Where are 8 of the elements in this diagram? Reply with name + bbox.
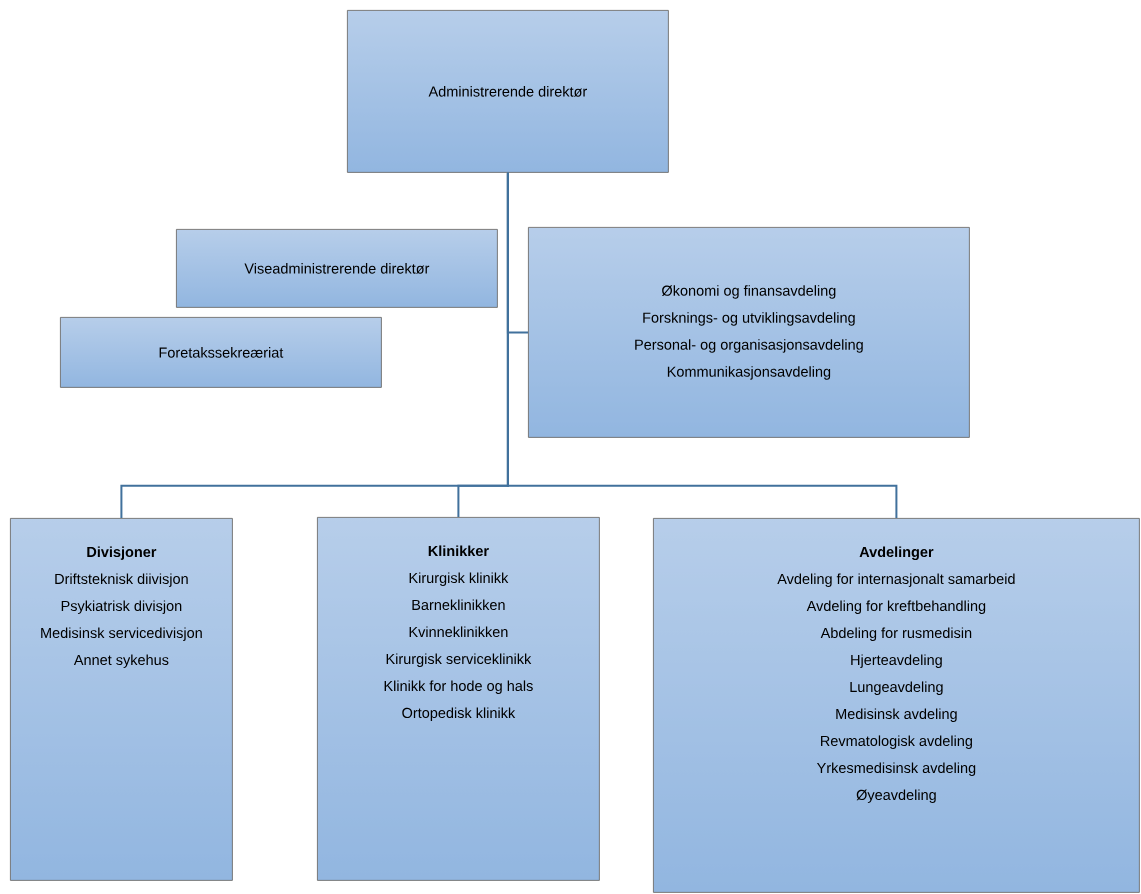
staff-departments-box: Økonomi og finansavdeling Forsknings- og utviklingsavdeling Personal- og organisasjonsavdeling Kommunikasjonsavdeling: [528, 227, 970, 438]
division-box: Divisjoner Driftsteknisk diivisjon Psykiatrisk divisjon Medisinsk servicedivisjon Annet sykehus: [10, 518, 233, 881]
department-box: Avdelinger Avdeling for internasjonalt samarbeid Avdeling for kreftbehandling Abdeling for rusmedisin Hjerteavdeling Lungeavdeling Medisinsk avdeling Revmatologisk avdeling Yrkesmedisinsk avdeling Øyeavdeling: [653, 518, 1140, 893]
director-box: Administrerende direktør: [347, 10, 669, 173]
clinic-box: Klinikker Kirurgisk klinikk Barneklinikken Kvinneklinikken Kirurgisk serviceklinikk Klinikk for hode og hals Ortopedisk klinikk: [317, 517, 600, 881]
office-box: Foretakssekreæriat: [60, 317, 382, 388]
role-box: Viseadministrerende direktør: [176, 229, 498, 308]
connector-line: [506, 171, 898, 519]
